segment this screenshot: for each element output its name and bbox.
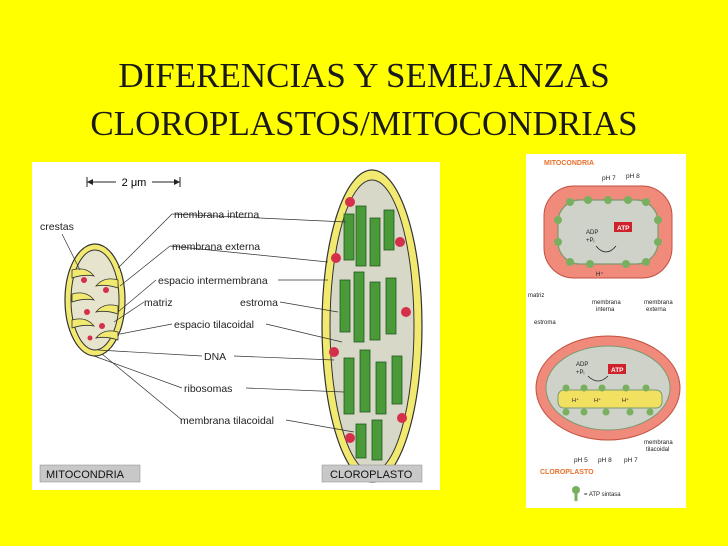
label-crestas: crestas (40, 221, 74, 233)
label-adp-top-1: ADP (586, 230, 598, 236)
label-membrana-externa-2: externa (646, 307, 667, 313)
label-hplus-bottom-2: H⁺ (594, 397, 601, 404)
mitochondrion-schematic (543, 185, 673, 279)
label-espacio-tilacoidal: espacio tilacoidal (174, 319, 254, 331)
caption-cloroplasto: CLOROPLASTO (330, 469, 413, 481)
label-matriz: matriz (144, 297, 173, 309)
label-adp-bottom-2: +Pᵢ (576, 370, 585, 376)
caption-mitocondria: MITOCONDRIA (46, 469, 125, 481)
label-ph7-bottom: pH 7 (624, 457, 638, 464)
organelle-comparison-diagram: 2 μm (32, 162, 440, 490)
label-estroma-right: estroma (534, 320, 556, 326)
mitochondrion-illustration (64, 243, 126, 357)
slide-title-line-1: DIFERENCIAS Y SEMEJANZAS (118, 56, 610, 95)
label-dna: DNA (204, 351, 226, 363)
label-ph8-bottom: pH 8 (598, 457, 612, 464)
atp-synthase-legend-icon (572, 486, 580, 501)
label-hplus-bottom-1: H⁺ (572, 397, 579, 404)
label-membrana-externa: membrana externa (172, 241, 260, 253)
label-atp-top: ATP (617, 225, 630, 232)
chloroplast-schematic (535, 335, 681, 441)
label-membrana-externa-1: membrana (644, 300, 673, 306)
label-ribosomas: ribosomas (184, 383, 232, 395)
atp-synthase-diagram: MITOCONDRIA pH 7 pH 8 ATP ADP +Pᵢ H⁺ mat… (526, 154, 686, 508)
label-membrana-interna-2: interna (596, 307, 615, 313)
label-ph5: pH 5 (574, 457, 588, 464)
label-matriz-right: matriz (528, 293, 544, 299)
legend-atp-sintasa: = ATP sintasa (584, 492, 621, 498)
label-membrana-interna: membrana interna (174, 209, 259, 221)
label-hplus-bottom-3: H⁺ (622, 397, 629, 404)
label-membrana-tilacoidal: membrana tilacoidal (180, 415, 274, 427)
label-cloroplasto-bottom: CLOROPLASTO (540, 469, 594, 476)
label-membrana-interna-1: membrana (592, 300, 621, 306)
chloroplast-illustration (321, 169, 423, 483)
label-membrana-tilacoidal-1: membrana (644, 440, 673, 446)
label-atp-bottom: ATP (611, 367, 624, 374)
slide-title-line-2: CLOROPLASTOS/MITOCONDRIAS (90, 104, 638, 143)
label-estroma: estroma (240, 297, 278, 309)
label-membrana-tilacoidal-2: tilacoidal (646, 447, 669, 453)
scale-bar: 2 μm (86, 177, 181, 189)
label-mitocondria-top: MITOCONDRIA (544, 160, 594, 167)
label-hplus-top: H⁺ (596, 271, 604, 278)
label-espacio-intermembrana: espacio intermembrana (158, 275, 268, 287)
label-ph8: pH 8 (626, 173, 640, 180)
scale-label: 2 μm (122, 177, 147, 189)
label-adp-bottom-1: ADP (576, 362, 588, 368)
label-ph7: pH 7 (602, 175, 616, 182)
leader-lines (61, 213, 355, 433)
label-adp-top-2: +Pᵢ (586, 238, 595, 244)
